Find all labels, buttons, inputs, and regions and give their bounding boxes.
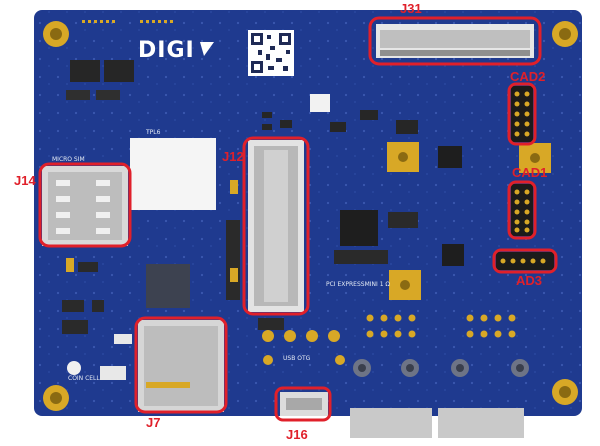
main-ics	[146, 146, 464, 308]
mounting-holes	[43, 21, 578, 411]
top-left-components	[66, 60, 134, 100]
cad2-label: CAD2	[510, 69, 546, 84]
coin-cell-area	[67, 334, 132, 380]
j31-highlight-box	[368, 16, 542, 66]
j12-connector	[248, 140, 304, 312]
j14-sim-holder	[42, 166, 128, 246]
j16-highlight-box	[274, 386, 332, 422]
cad1-header	[511, 184, 533, 236]
logo-mark	[200, 42, 214, 56]
j16-label: J16	[286, 427, 308, 442]
bottom-right-pads	[366, 314, 516, 338]
j31-connector	[376, 24, 534, 58]
j12-side-strip	[226, 220, 240, 300]
tpl6-module	[130, 138, 216, 210]
left-components	[62, 180, 284, 334]
j7-label: J7	[146, 415, 161, 430]
cad2-header	[511, 86, 533, 142]
j7-sd-slot	[138, 320, 224, 412]
j12-highlight-box	[242, 136, 310, 316]
micro-sim-silkscreen: MICRO SIM	[52, 156, 85, 163]
usb-pads	[262, 330, 345, 365]
bottom-right-round-pads	[353, 359, 529, 377]
cad1-label: CAD1	[512, 165, 548, 180]
ad3-label: AD3	[516, 273, 543, 288]
top-pad-row	[82, 20, 173, 23]
cad2-highlight-box	[507, 82, 537, 146]
j14-highlight-box	[38, 162, 132, 248]
j31-label: J31	[400, 1, 422, 16]
ad3-header	[496, 252, 554, 270]
tpl6-silkscreen: TPL6	[146, 129, 161, 136]
j12-label: J12	[222, 149, 244, 164]
bottom-edge-connectors	[350, 408, 524, 438]
j14-label: J14	[14, 173, 36, 188]
j16-usb-otg	[280, 392, 328, 416]
cad1-highlight-box	[507, 180, 537, 240]
mid-top-components	[262, 110, 418, 134]
ad3-highlight-box	[492, 248, 558, 274]
coin-cell-silkscreen: COIN CELL	[68, 375, 100, 382]
white-component	[310, 94, 330, 112]
j7-highlight-box	[134, 316, 228, 414]
pci-express-silkscreen: PCI EXPRESSMINI 1 Ω	[326, 281, 391, 288]
qr-code	[248, 30, 294, 76]
digi-logo: DIGI	[138, 38, 195, 63]
gold-square-pads	[387, 142, 551, 300]
usb-otg-silkscreen: USB OTG	[283, 355, 311, 362]
